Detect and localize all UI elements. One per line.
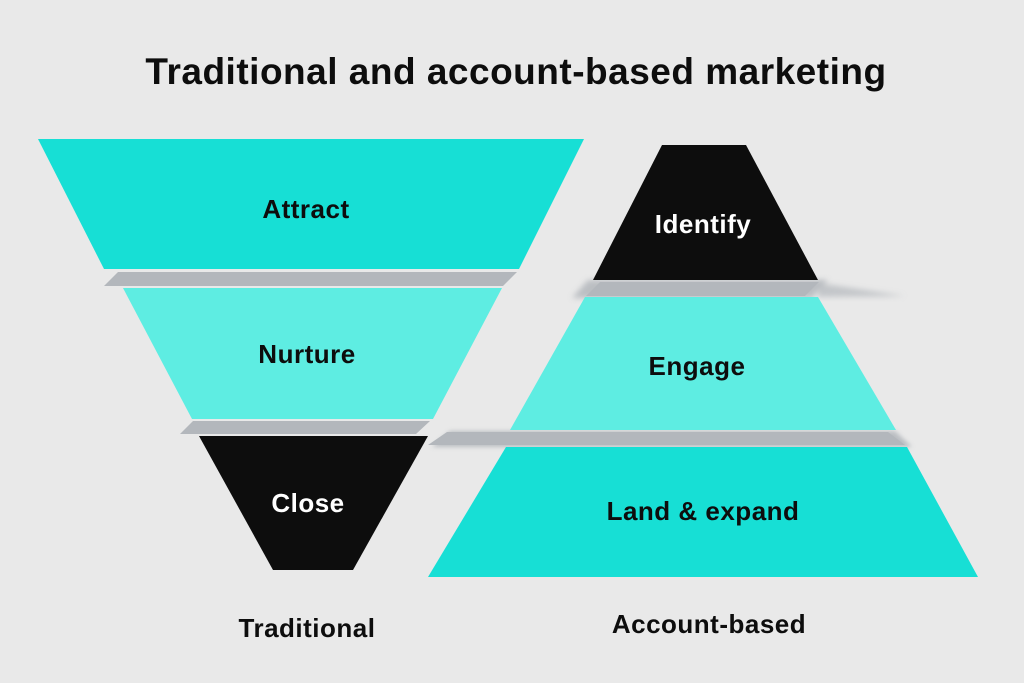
separator-shadow [586, 282, 819, 296]
page-title: Traditional and account-based marketing [145, 51, 886, 92]
traditional-stage-close-shape [199, 436, 428, 570]
account-based-caption: Account-based [612, 609, 806, 639]
account-stage-land-expand-label: Land & expand [607, 496, 800, 526]
engage-top-right-shadow [818, 283, 905, 297]
traditional-stage-attract-label: Attract [262, 194, 349, 224]
account-stage-identify-label: Identify [655, 209, 751, 239]
account-based-funnel: Identify Engage Land & expand Account-ba… [428, 145, 978, 639]
account-stage-engage-shape [510, 297, 896, 430]
traditional-caption: Traditional [239, 613, 376, 643]
traditional-stage-attract-shape [38, 139, 584, 269]
traditional-funnel: Attract Nurture Close Traditional [38, 139, 584, 643]
account-stage-land-expand-shape [428, 447, 978, 577]
traditional-stage-nurture-label: Nurture [258, 339, 355, 369]
account-stage-engage-label: Engage [649, 351, 746, 381]
traditional-stage-nurture-shape [123, 288, 502, 419]
separator-shadow [428, 432, 905, 445]
account-stage-identify-shape [593, 145, 818, 280]
separator-shadow [104, 272, 517, 286]
separator-shadow [180, 421, 430, 434]
traditional-stage-close-label: Close [271, 488, 344, 518]
